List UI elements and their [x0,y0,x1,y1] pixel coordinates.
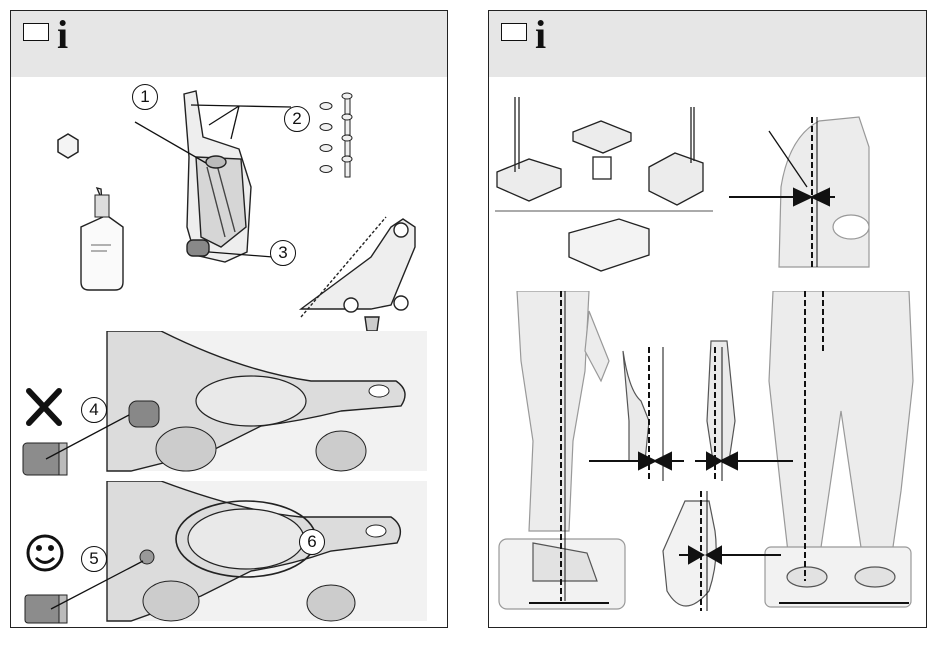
callout-3: 3 [270,240,296,266]
incorrect-example-drawing [11,331,447,481]
hex-nut-icon [58,134,78,158]
callout-2: 2 [284,106,310,132]
callout-1: 1 [132,84,158,110]
alignment-tools-illustration [489,77,926,302]
callout-5: 5 [81,546,107,572]
knee-mechanism [184,91,251,262]
knee-joint-assembly-illustration [11,77,447,332]
callout-4: 4 [81,397,107,423]
glue-bottle-icon [81,188,123,290]
language-box [23,23,49,41]
info-icon: i [57,13,68,57]
right-panel-header: i [489,11,926,77]
cross-icon [29,391,59,423]
info-icon: i [535,13,546,57]
right-instruction-panel: i [488,10,927,628]
left-instruction-panel: i [10,10,448,628]
smiley-icon [28,536,62,570]
callout-6: 6 [299,529,325,555]
correct-example-drawing [11,481,447,627]
screw-set [320,93,352,177]
left-panel-header: i [11,11,447,77]
foot-adaptor [301,217,415,331]
static-alignment-illustration [489,291,926,627]
language-box [501,23,527,41]
prosthesis-detail [623,341,735,606]
front-view-figure [765,291,913,607]
